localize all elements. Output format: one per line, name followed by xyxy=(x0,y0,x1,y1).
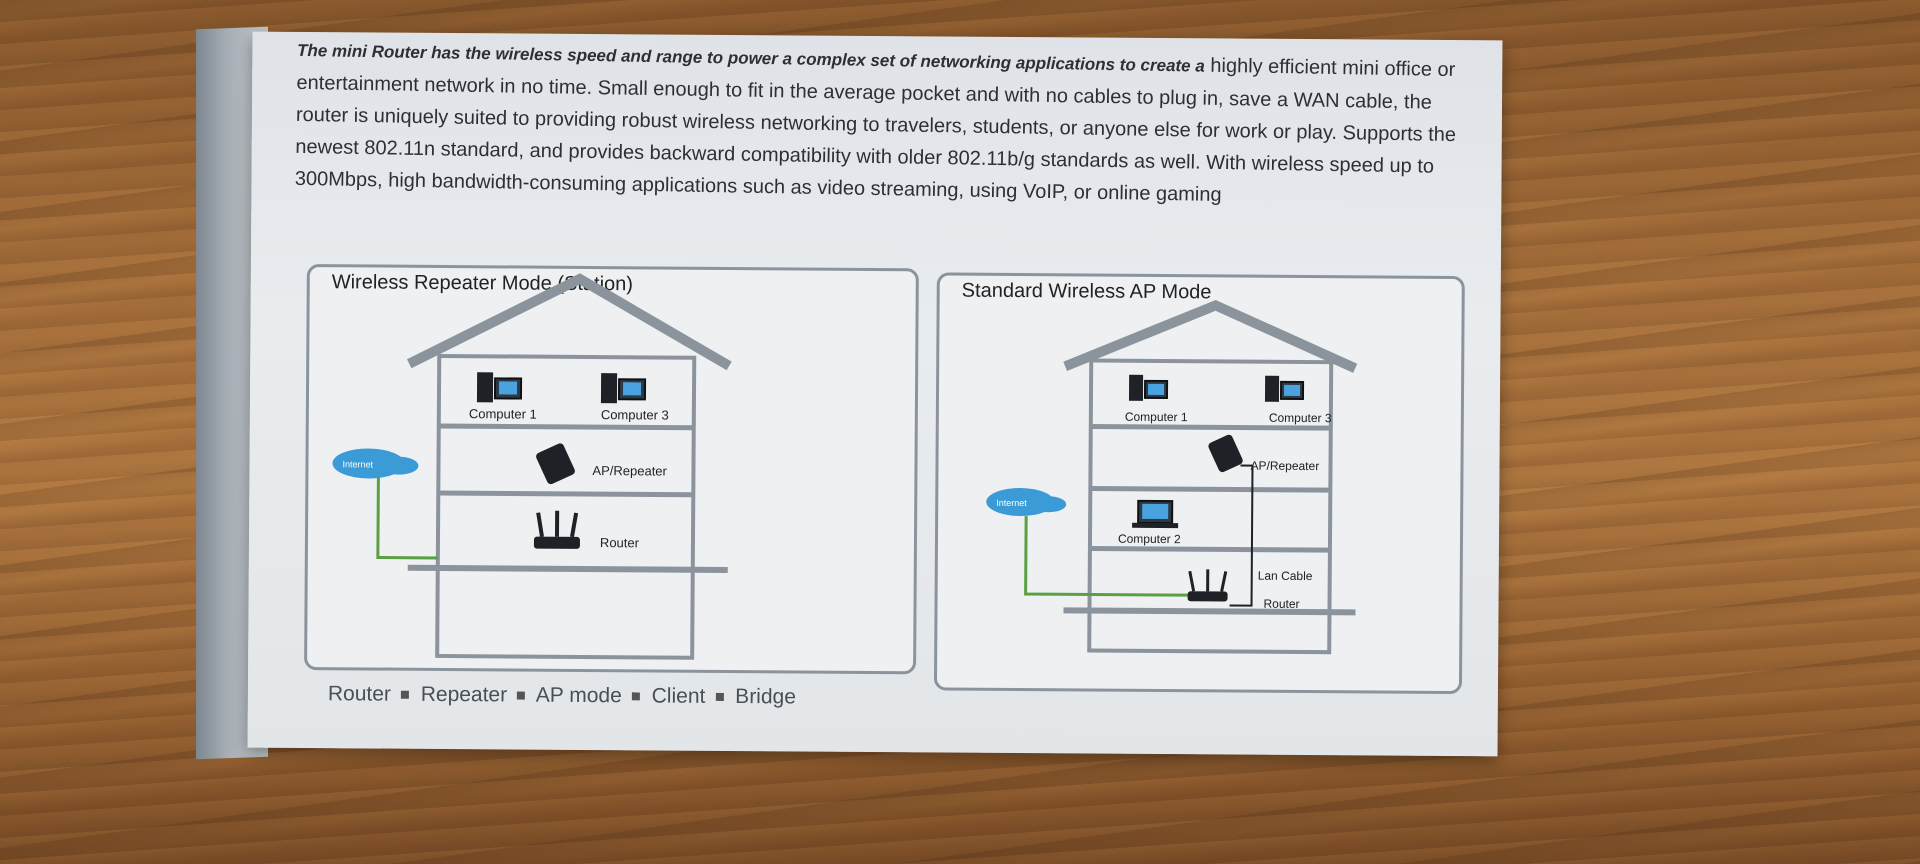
mode-bridge: Bridge xyxy=(735,685,797,709)
computer-3-icon xyxy=(600,373,647,404)
mode-repeater: Repeater xyxy=(420,682,508,707)
bullet-square-icon xyxy=(400,691,409,700)
router-label: Router xyxy=(600,535,640,550)
computer-2-label: Computer 2 xyxy=(1118,532,1181,546)
ap-repeater-icon xyxy=(1208,434,1243,473)
house-walls xyxy=(1087,358,1334,655)
wan-cable xyxy=(376,477,438,560)
computer-3-label: Computer 3 xyxy=(1269,411,1332,425)
intro-lead: The mini Router has the wireless speed a… xyxy=(296,40,1205,76)
router-icon xyxy=(1187,569,1228,602)
computer-3-icon xyxy=(1264,375,1305,402)
ap-repeater-label: AP/Repeater xyxy=(592,463,667,479)
internet-label: Internet xyxy=(996,498,1027,508)
computer-3-label: Computer 3 xyxy=(601,407,669,422)
bullet-square-icon xyxy=(517,691,526,701)
mode-router: Router xyxy=(327,682,392,706)
router-label: Router xyxy=(1263,597,1299,611)
floor-2 xyxy=(1090,486,1331,493)
floor-3 xyxy=(1089,546,1330,553)
mode-list: Router Repeater AP mode Client Bridge xyxy=(328,682,800,709)
box-face: The mini Router has the wireless speed a… xyxy=(247,31,1503,757)
internet-cloud-icon: Internet xyxy=(986,488,1067,517)
mode-client: Client xyxy=(651,684,706,708)
wan-cable xyxy=(1024,516,1188,597)
computer-1-icon xyxy=(1128,374,1169,401)
floor-1 xyxy=(438,423,694,431)
ap-repeater-icon xyxy=(536,443,575,485)
ap-mode-panel: Standard Wireless AP Mode Computer 1 C xyxy=(933,272,1465,695)
floor-2 xyxy=(438,490,694,498)
repeater-mode-diagram: Computer 1 Computer 3 AP/Repeater Router… xyxy=(332,273,732,660)
mode-ap: AP mode xyxy=(535,683,622,708)
bullet-square-icon xyxy=(715,693,724,702)
ap-mode-diagram: Computer 1 Computer 3 AP/Repeater Comput… xyxy=(986,299,1358,655)
lan-cable-label: Lan Cable xyxy=(1258,569,1313,583)
intro-body: highly efficient mini office or entertai… xyxy=(294,54,1457,206)
internet-label: Internet xyxy=(342,459,373,469)
intro-text: The mini Router has the wireless speed a… xyxy=(295,34,1468,215)
computer-1-label: Computer 1 xyxy=(469,406,537,421)
router-icon xyxy=(533,510,580,549)
ground xyxy=(1063,607,1356,616)
ap-repeater-label: AP/Repeater xyxy=(1250,459,1319,473)
bullet-square-icon xyxy=(631,692,640,701)
house-roof xyxy=(406,273,732,371)
house-roof xyxy=(1063,299,1358,373)
computer-1-icon xyxy=(476,372,523,403)
ground xyxy=(407,564,728,573)
house-walls xyxy=(435,353,697,660)
repeater-mode-panel: Wireless Repeater Mode (Station) Compute… xyxy=(304,264,919,675)
internet-cloud-icon: Internet xyxy=(332,448,419,479)
computer-1-label: Computer 1 xyxy=(1125,410,1188,424)
laptop-icon xyxy=(1132,499,1179,529)
floor-1 xyxy=(1090,424,1331,431)
lan-cable-line xyxy=(1229,464,1254,607)
